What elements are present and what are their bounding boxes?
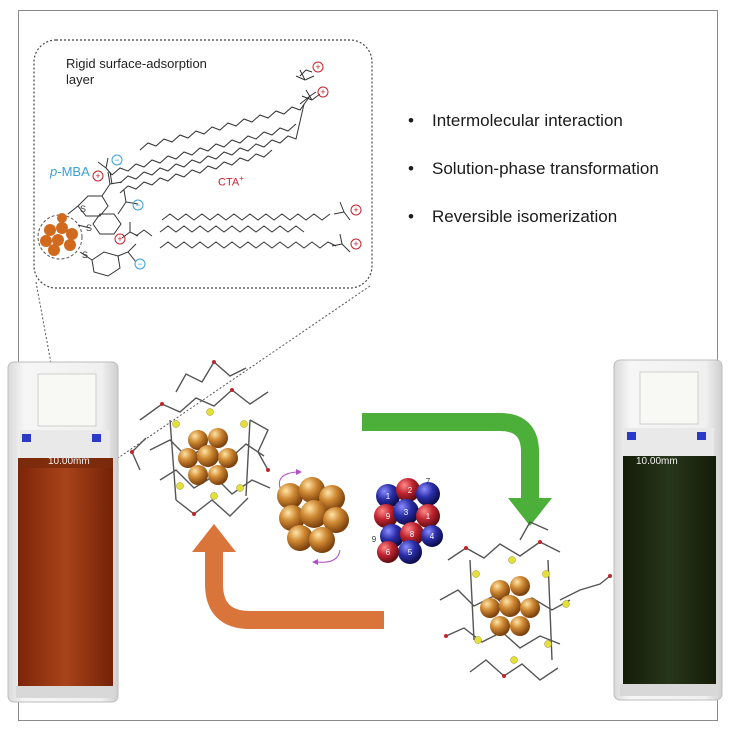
svg-text:+: + — [95, 171, 100, 181]
left-cuvette-label: 10.00mm — [48, 456, 90, 467]
bullet-text: Solution-phase transformation — [432, 159, 659, 178]
gold-nanocluster-icon — [37, 213, 83, 260]
svg-text:3: 3 — [404, 508, 409, 517]
bullet-dot: • — [408, 207, 414, 226]
svg-text:−: − — [137, 259, 142, 269]
nanocluster-structure-right — [439, 521, 612, 681]
pmba-ligands — [67, 171, 139, 277]
svg-text:5: 5 — [408, 548, 413, 557]
key-points-list: • Intermolecular interaction • Solution-ph… — [408, 110, 659, 254]
svg-text:−: − — [135, 200, 140, 210]
cta-chains — [97, 69, 351, 253]
inset-box — [33, 39, 373, 289]
forward-arrow — [362, 413, 552, 526]
cation-icons — [92, 61, 362, 250]
svg-text:8: 8 — [410, 530, 415, 539]
bullet-item: • Intermolecular interaction — [408, 110, 659, 158]
bullet-dot: • — [408, 111, 414, 130]
bullet-text: Intermolecular interaction — [432, 111, 623, 130]
numbered-core: 1 2 7 3 1 4 8 5 6 9 9 — [372, 477, 443, 564]
svg-text:+: + — [117, 234, 122, 244]
svg-text:S: S — [86, 223, 92, 233]
figure-frame — [18, 10, 718, 721]
svg-text:2: 2 — [408, 486, 413, 495]
svg-text:S: S — [80, 204, 86, 214]
pmba-label-italic: p — [50, 164, 58, 179]
pmba-label: p-MBA — [50, 164, 90, 179]
bullet-dot: • — [408, 159, 414, 178]
svg-text:+: + — [353, 239, 358, 249]
sulfur-labels: SSS — [80, 204, 92, 260]
cta-label-text: CTA — [218, 176, 240, 189]
svg-text:9: 9 — [372, 535, 377, 544]
inset-title-line2: layer — [66, 72, 95, 87]
svg-text:4: 4 — [430, 532, 435, 541]
left-cuvette — [7, 361, 119, 703]
cta-label: CTA+ — [218, 174, 244, 189]
svg-text:7: 7 — [426, 477, 431, 486]
svg-text:6: 6 — [386, 548, 391, 557]
gold-core-center — [277, 469, 349, 565]
svg-text:+: + — [320, 87, 325, 97]
svg-text:S: S — [82, 250, 88, 260]
bullet-item: • Solution-phase transformation — [408, 158, 659, 206]
inset-title-line1: Rigid surface-adsorption — [66, 56, 207, 71]
right-cuvette-label: 10.00mm — [636, 456, 678, 467]
reverse-arrow — [192, 524, 384, 629]
cta-label-charge: + — [239, 174, 244, 183]
nanocluster-structure-left — [130, 360, 271, 517]
svg-text:−: − — [114, 155, 119, 165]
svg-text:9: 9 — [386, 512, 391, 521]
svg-text:+: + — [353, 205, 358, 215]
bullet-text: Reversible isomerization — [432, 207, 618, 226]
svg-text:+: + — [315, 62, 320, 72]
svg-text:1: 1 — [426, 512, 431, 521]
pmba-label-rest: -MBA — [57, 164, 90, 179]
anion-icons — [111, 154, 146, 270]
right-cuvette — [613, 359, 723, 701]
svg-text:1: 1 — [386, 492, 391, 501]
bullet-item: • Reversible isomerization — [408, 206, 659, 254]
